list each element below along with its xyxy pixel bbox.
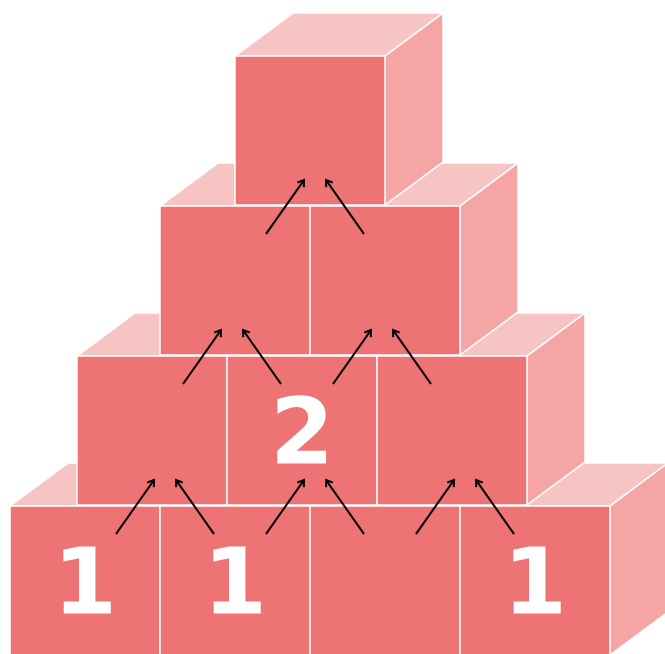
block-number-label: 1 [203, 529, 267, 636]
block-number-label: 2 [270, 379, 334, 486]
block-front-face [160, 206, 310, 355]
block-front-face [235, 56, 385, 205]
block: 1 [160, 506, 310, 654]
block [235, 56, 385, 205]
block [160, 206, 310, 355]
block-number-label: 1 [503, 529, 567, 636]
block-front-face [310, 506, 460, 654]
block: 1 [460, 506, 610, 654]
block-number-label: 1 [53, 529, 117, 636]
block-front-face [310, 206, 460, 355]
block: 1 [10, 506, 160, 654]
block [310, 206, 460, 355]
block [310, 506, 460, 654]
pyramid-row-level-4 [235, 13, 443, 205]
